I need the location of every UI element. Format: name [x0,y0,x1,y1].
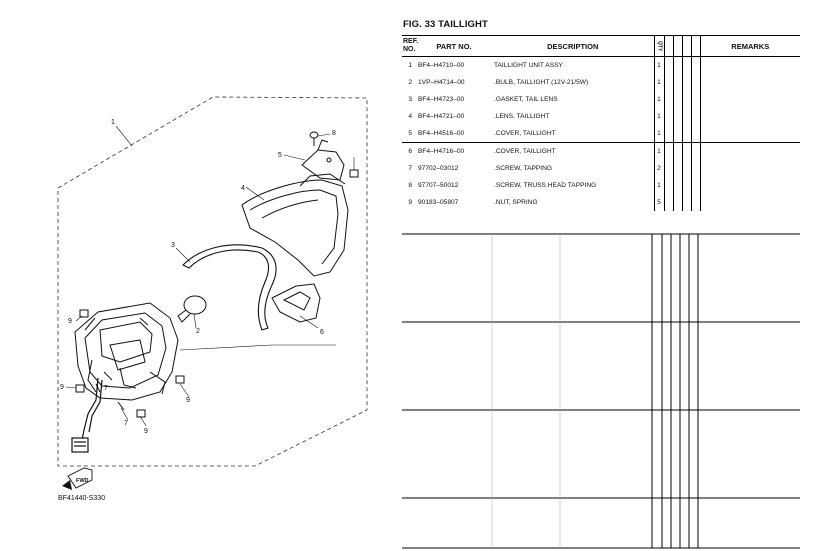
figure-title: FIG. 33 TAILLIGHT [403,19,488,30]
callout-9c: 9 [186,397,190,404]
table-row: 7 97702–03012 .SCREW, TAPPING 2 [402,160,800,177]
callout-9a: 9 [68,318,72,325]
truss-screw [309,131,319,146]
taillight-housing [74,302,179,401]
bulb [177,295,207,323]
callout-8: 8 [332,130,336,137]
wiring-harness [71,377,103,453]
table-row: 6 BF4–H4716–00 .COVER, TAILLIGHT 1 [402,142,800,160]
diagram-code: BF41440-S330 [58,495,105,502]
callout-5: 5 [278,152,282,159]
callout-6: 6 [320,329,324,336]
callout-labels: 1 2 3 4 5 6 7 7 8 9 9 9 9 [60,119,336,435]
header-ref-no: REF.NO. [402,35,418,57]
callout-9d: 9 [144,428,148,435]
table-row: 1 BF4–H4710–00 TAILLIGHT UNIT ASSY 1 [402,56,800,74]
callout-2: 2 [196,328,200,335]
header-description: DESCRIPTION [492,35,654,57]
fwd-label: FWD [76,478,89,484]
header-part-no: PART NO. [416,35,492,57]
parts-table: REF.NO. PART NO. DESCRIPTION QTY REMARKS… [402,35,800,211]
upper-cover [301,139,359,181]
header-qty: QTY [653,35,664,57]
table-row: 4 BF4–H4721–00 .LENS, TAILLIGHT 1 [402,108,800,125]
callout-4: 4 [241,185,245,192]
fwd-arrow-icon: FWD [62,467,93,490]
header-col-a [663,35,673,57]
callout-7b: 7 [124,420,128,427]
table-row: 9 90183–05807 .NUT, SPRING 5 [402,194,800,211]
header-col-d [690,35,700,57]
assembly-boundary [57,96,368,467]
callout-7a: 7 [104,385,108,392]
gasket [182,244,277,331]
leader-lines [65,125,355,427]
table-row: 2 1VP–H4714–00 .BULB, TAILLIGHT (12V-21/… [402,74,800,91]
lens [241,173,349,277]
exploded-parts-diagram: 1 2 3 4 5 6 7 7 8 9 9 9 9 FWD BF41440-S3… [57,96,368,502]
header-col-b [672,35,682,57]
header-col-c [681,35,691,57]
table-row: 3 BF4–H4723–00 .GASKET, TAIL LENS 1 [402,91,800,108]
callout-1: 1 [111,119,115,126]
header-remarks: REMARKS [699,35,800,57]
callout-3: 3 [171,242,175,249]
callout-9b: 9 [60,384,64,391]
lower-cover [271,283,321,323]
fasteners [75,309,185,418]
table-row: 5 BF4–H4516–00 .COVER, TAILLIGHT 1 [402,125,800,143]
table-header: REF.NO. PART NO. DESCRIPTION QTY REMARKS [402,35,800,57]
table-row: 8 97707–50012 .SCREW, TRUSS HEAD TAPPING… [402,177,800,194]
